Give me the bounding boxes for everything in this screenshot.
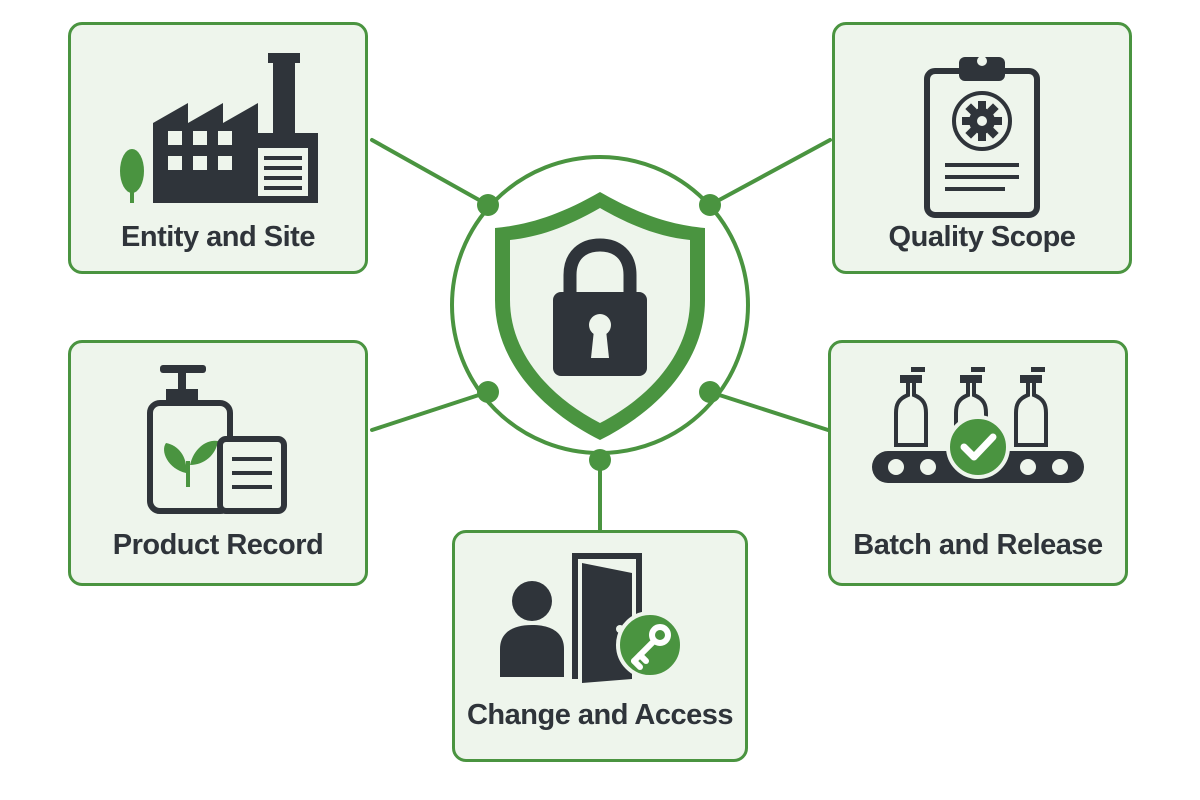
shield-lock-icon	[495, 192, 705, 440]
person-door-key-icon	[455, 549, 745, 689]
node-card-product-record: Product Record	[68, 340, 368, 586]
node-label: Product Record	[112, 529, 324, 561]
node-label: Entity and Site	[121, 221, 315, 253]
product-bottle-document-icon	[71, 361, 365, 516]
connector-quality	[708, 138, 832, 207]
node-card-change-and-access: Change and Access	[452, 530, 748, 762]
node-card-batch-and-release: Batch and Release	[828, 340, 1128, 586]
hub-dot-batch	[699, 381, 721, 403]
hub-dot-entity	[477, 194, 499, 216]
node-label: Change and Access	[466, 699, 734, 731]
connector-product	[370, 390, 490, 432]
hub-dot-change	[589, 449, 611, 471]
hub-dot-product	[477, 381, 499, 403]
node-card-quality-scope: Quality Scope	[832, 22, 1132, 274]
hub-dot-quality	[699, 194, 721, 216]
clipboard-gear-icon	[835, 53, 1129, 218]
node-label: Batch and Release	[853, 529, 1103, 561]
connector-batch	[708, 390, 830, 432]
node-label: Quality Scope	[888, 221, 1076, 253]
factory-icon	[71, 53, 365, 203]
connector-entity	[370, 138, 490, 207]
node-card-entity-and-site: Entity and Site	[68, 22, 368, 274]
conveyor-bottles-check-icon	[831, 361, 1125, 491]
